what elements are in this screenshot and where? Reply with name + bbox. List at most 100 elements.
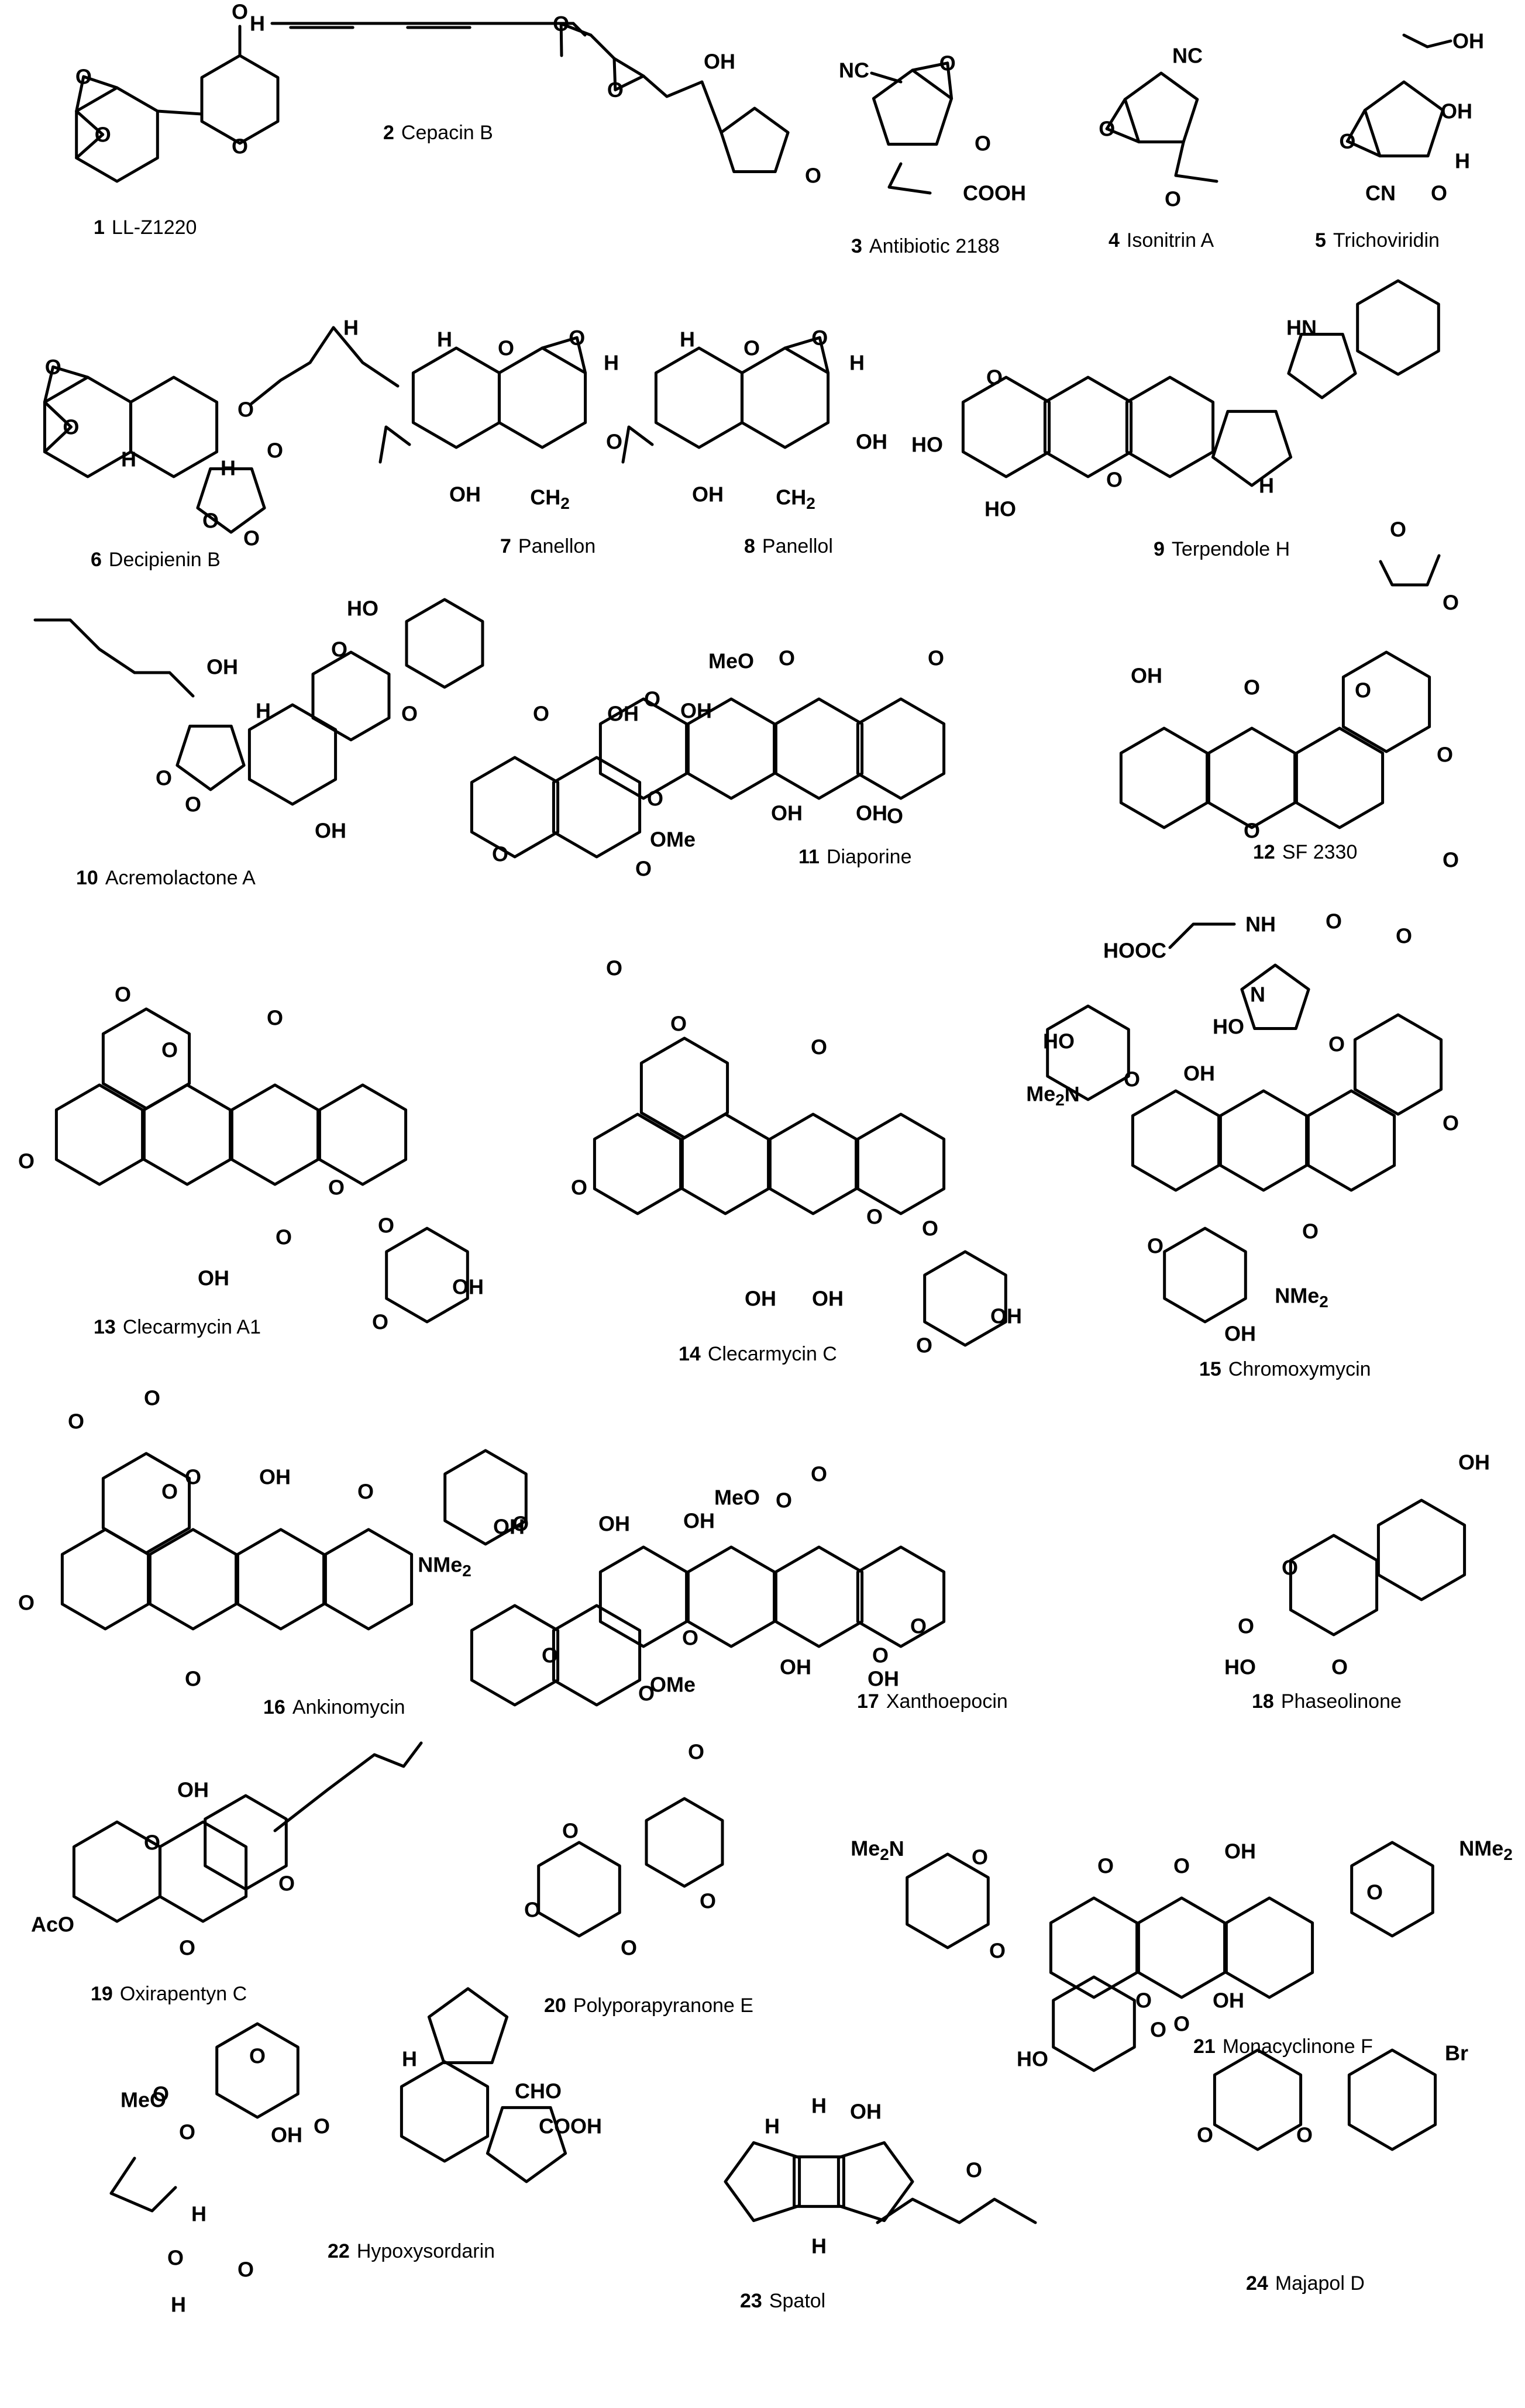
atom-label: O: [167, 2246, 184, 2270]
atom-label: OH: [493, 1515, 525, 1539]
atom-label: MeO: [121, 2088, 166, 2112]
atom-label: O: [779, 646, 795, 670]
atom-label: O: [63, 415, 79, 439]
atom-label: O: [1396, 924, 1412, 948]
atom-label: O: [237, 2258, 254, 2282]
atom-label: O: [1135, 1989, 1152, 2013]
atom-label: NMe2: [1275, 1284, 1328, 1311]
atom-label: O: [144, 1386, 160, 1410]
atom-label: O: [928, 646, 944, 670]
atom-label: H: [256, 699, 271, 723]
atom-label: Br: [1445, 2041, 1468, 2065]
atom-label: O: [1124, 1067, 1140, 1091]
atom-label: O: [975, 132, 991, 156]
atom-label: O: [569, 326, 585, 350]
atom-label: OH: [856, 430, 887, 454]
atom-label: O: [267, 1006, 283, 1030]
atom-label: O: [1328, 1032, 1345, 1056]
atom-label: OH: [990, 1304, 1022, 1328]
atom-label: O: [910, 1614, 927, 1638]
atom-label: O: [805, 164, 821, 188]
atom-label: COOH: [963, 181, 1026, 205]
atom-label: O: [966, 2158, 982, 2182]
atom-label: O: [1431, 181, 1447, 205]
atom-label: OMe: [650, 1673, 696, 1697]
atom-label: O: [1244, 819, 1260, 843]
atom-label: O: [939, 51, 956, 75]
atom-label: O: [328, 1176, 345, 1200]
atom-label: O: [1244, 676, 1260, 700]
atom-label: MeO: [708, 649, 754, 673]
atom-label: O: [1443, 848, 1459, 872]
atom-label: OH: [271, 2123, 302, 2147]
atom-label: H: [121, 447, 136, 471]
atom-label: O: [75, 65, 92, 89]
atom-label: H: [680, 328, 695, 352]
atom-label: OH: [1458, 1451, 1490, 1475]
atom-label: OMe: [650, 828, 696, 852]
atom-label: O: [533, 702, 549, 726]
atom-label: CH2: [776, 485, 815, 512]
atom-label: O: [156, 766, 172, 790]
atom-label: O: [621, 1936, 637, 1960]
atom-label: NMe2: [418, 1553, 471, 1580]
atom-label: OH: [607, 702, 639, 726]
atom-label: H: [437, 328, 452, 352]
atom-label: O: [179, 1936, 195, 1960]
atom-label: O: [1165, 187, 1181, 211]
atom-label: O: [1197, 2123, 1213, 2147]
atom-label: O: [872, 1644, 889, 1668]
atom-label: OH: [692, 483, 724, 507]
atom-label: O: [542, 1644, 558, 1668]
atom-label: O: [1366, 1880, 1383, 1904]
atom-label: O: [331, 638, 347, 662]
atom-label: OH: [449, 483, 481, 507]
atom-label: OH: [452, 1275, 484, 1299]
atom-label: O: [18, 1591, 35, 1615]
atom-label: O: [378, 1214, 394, 1238]
atom-label: O: [243, 526, 260, 550]
atom-label: H: [811, 2094, 827, 2118]
atom-label: O: [916, 1334, 932, 1358]
atom-label: OH: [1224, 1322, 1256, 1346]
atom-label: OH: [1213, 1989, 1244, 2013]
atom-label: O: [682, 1626, 698, 1650]
atom-label: OH: [177, 1778, 209, 1802]
atom-label: O: [357, 1480, 374, 1504]
atom-label: OH: [1224, 1839, 1256, 1863]
atom-label: O: [635, 857, 652, 881]
atom-label: O: [1390, 518, 1406, 542]
atom-label: HO: [1017, 2047, 1048, 2071]
atom-label: H: [1455, 149, 1470, 173]
atom-label: H: [604, 351, 619, 375]
atom-label: HOOC: [1103, 939, 1166, 963]
atom-label: O: [1326, 910, 1342, 933]
atom-label: OH: [812, 1287, 844, 1311]
atom-label: H: [343, 316, 359, 340]
atom-label: O: [571, 1176, 587, 1200]
atom-label: Me2N: [851, 1837, 904, 1863]
atom-label: O: [237, 398, 254, 422]
atom-label: O: [606, 430, 622, 454]
atom-label: H: [191, 2202, 206, 2226]
atom-label: O: [1097, 1854, 1114, 1878]
atom-label: O: [811, 1462, 827, 1486]
atom-label: O: [670, 1012, 687, 1036]
